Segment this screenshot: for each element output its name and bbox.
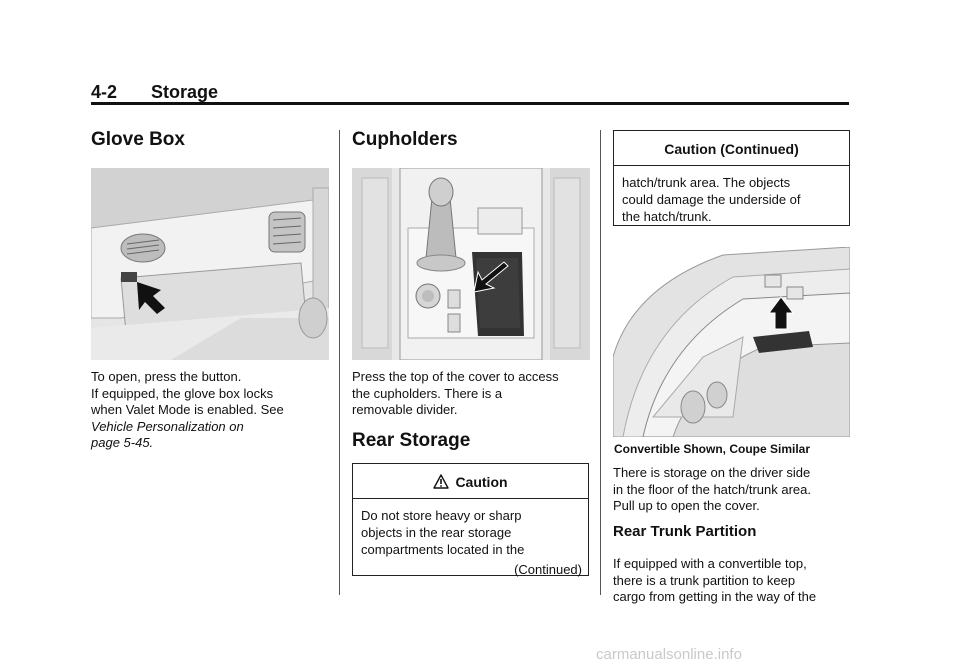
caution-text: Do not store heavy or sharp objects in t… — [353, 499, 588, 562]
text-line: removable divider. — [352, 402, 458, 417]
rear-storage-heading: Rear Storage — [352, 430, 471, 451]
cupholders-figure — [352, 168, 590, 360]
watermark: carmanualsonline.info — [596, 646, 742, 663]
trunk-figure — [613, 247, 850, 437]
arrow-pointer-icon — [473, 261, 509, 293]
cupholders-text: Press the top of the cover to access the… — [352, 369, 596, 419]
storage-text: There is storage on the driver side in t… — [613, 465, 857, 515]
text-line: If equipped, the glove box locks — [91, 385, 274, 401]
header-rule — [91, 102, 849, 105]
caution-text: hatch/trunk area. The objects could dama… — [614, 166, 849, 229]
text-line: objects in the rear storage — [361, 525, 512, 540]
text-line: If equipped with a convertible top, — [613, 556, 807, 571]
text-line: could damage the underside of — [622, 192, 801, 207]
caution-title: Caution (Continued) — [614, 131, 849, 166]
text-line: Do not store heavy or sharp — [361, 508, 522, 523]
caution-label: Caution — [455, 474, 508, 490]
cupholders-heading: Cupholders — [352, 129, 458, 150]
arrow-pointer-icon — [768, 296, 794, 330]
column-divider — [600, 130, 601, 595]
caution-continued-box: Caution (Continued) hatch/trunk area. Th… — [613, 130, 850, 226]
text-line: cargo from getting in the way of the — [613, 589, 817, 604]
rear-trunk-partition-heading: Rear Trunk Partition — [613, 523, 757, 540]
warning-triangle-icon — [433, 474, 450, 492]
caution-box: Caution Do not store heavy or sharp obje… — [352, 463, 589, 577]
text-line: Press the top of the cover to access — [352, 369, 559, 384]
trunk-figure-caption: Convertible Shown, Coupe Similar — [614, 442, 811, 456]
text-line: the hatch/trunk. — [622, 209, 712, 224]
text-line: in the floor of the hatch/trunk area. — [613, 481, 812, 497]
text-line: There is storage on the driver side — [613, 465, 811, 480]
column-divider — [339, 130, 340, 595]
cross-reference-link[interactable]: Vehicle Personalization on — [91, 418, 244, 434]
rear-trunk-partition-text: If equipped with a convertible top, ther… — [613, 556, 857, 606]
text-line: when Valet Mode is enabled. See — [91, 402, 284, 417]
glove-box-text: To open, press the button. If equipped, … — [91, 369, 331, 452]
text-line: compartments located in the — [361, 542, 525, 557]
text-line: To open, press the button. — [91, 369, 242, 384]
glove-box-figure — [91, 168, 329, 360]
text-line: Pull up to open the cover. — [613, 498, 760, 513]
caution-continued: (Continued) — [514, 562, 582, 577]
text-line: hatch/trunk area. The objects — [622, 175, 791, 190]
arrow-pointer-icon — [137, 282, 165, 314]
glove-box-heading: Glove Box — [91, 129, 185, 150]
section-title: Storage — [151, 82, 219, 102]
caution-title: Caution — [353, 464, 588, 499]
page-number: 4-2 — [91, 82, 118, 102]
text-line: the cupholders. There is a — [352, 385, 503, 401]
text-line: there is a trunk partition to keep — [613, 572, 796, 588]
cross-reference-link[interactable]: page 5-45. — [91, 435, 154, 450]
